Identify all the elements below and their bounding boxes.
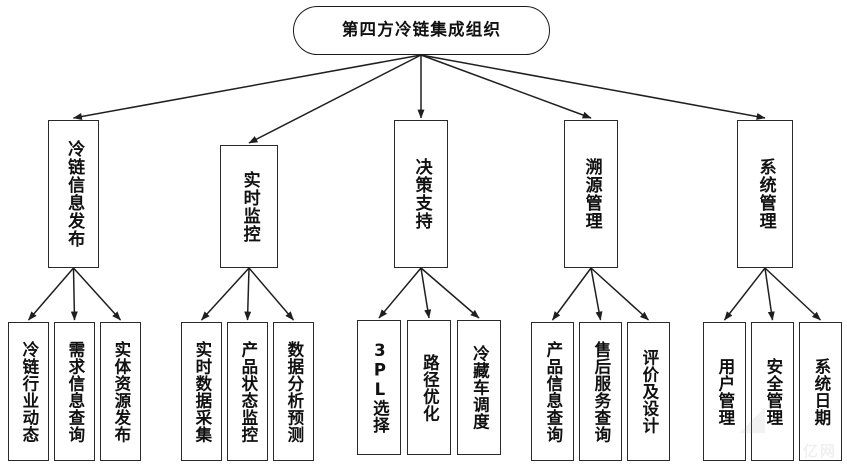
node-branch-4[interactable]: 溯源管理: [564, 120, 618, 268]
node-branch-1-child-3[interactable]: 实体资源发布: [100, 322, 141, 461]
node-branch-3-child-3[interactable]: 冷藏车调度: [457, 320, 501, 455]
edge-branch-1-to-child-1: [27, 267, 75, 321]
node-branch-2-label: 实时监控: [239, 170, 260, 243]
node-branch-4-child-2-label: 售后服务查询: [591, 340, 611, 443]
edge-branch-1-to-child-2: [70, 267, 78, 321]
node-branch-3-child-1-label: 3PL选择: [370, 341, 390, 434]
node-branch-4-label: 溯源管理: [581, 158, 602, 230]
edge-branch-4-to-child-1: [551, 267, 592, 321]
edge-branch-5-to-child-1: [723, 267, 766, 321]
node-branch-5-child-1-label: 用户管理: [715, 357, 735, 426]
node-branch-3-child-2-label: 路径优化: [420, 353, 440, 422]
node-branch-4-child-1[interactable]: 产品信息查询: [531, 322, 574, 461]
node-branch-1-child-2[interactable]: 需求信息查询: [54, 322, 95, 461]
node-branch-3-child-2[interactable]: 路径优化: [407, 320, 451, 455]
node-branch-5-child-3[interactable]: 系统日期: [799, 322, 842, 461]
node-branch-1-child-2-label: 需求信息查询: [65, 340, 85, 443]
node-branch-3-child-3-label: 冷藏车调度: [470, 345, 490, 430]
edge-branch-2-to-child-2: [244, 267, 252, 321]
node-branch-1-child-1-label: 冷链行业动态: [19, 340, 39, 443]
node-branch-5-child-3-label: 系统日期: [811, 357, 831, 426]
edge-branch-3-to-child-3: [420, 267, 480, 319]
edge-branch-1-to-child-3: [72, 267, 122, 321]
node-branch-2-child-1[interactable]: 实时数据采集: [181, 322, 222, 461]
edge-branch-5-to-child-2: [764, 267, 775, 321]
node-branch-1-label: 冷链信息发布: [64, 140, 85, 248]
edge-root-to-branch-4: [420, 54, 592, 119]
node-branch-2-child-3[interactable]: 数据分析预测: [273, 322, 314, 461]
edge-branch-2-to-child-3: [248, 267, 295, 321]
edge-branch-5-to-child-3: [764, 267, 822, 321]
edge-root-to-branch-5: [420, 54, 766, 120]
edge-branch-4-to-child-3: [590, 267, 650, 321]
node-branch-1-child-3-label: 实体资源发布: [111, 340, 131, 443]
node-branch-5-child-2-label: 安全管理: [763, 357, 783, 426]
root-node-label: 第四方冷链集成组织: [341, 20, 502, 40]
node-branch-3[interactable]: 决策支持: [394, 120, 448, 268]
edge-root-to-branch-1: [72, 54, 422, 120]
node-branch-1-child-1[interactable]: 冷链行业动态: [8, 322, 49, 461]
node-branch-2-child-3-label: 数据分析预测: [284, 340, 304, 443]
node-branch-5-child-1[interactable]: 用户管理: [703, 322, 746, 461]
node-branch-2[interactable]: 实时监控: [220, 145, 278, 268]
node-branch-3-label: 决策支持: [411, 158, 432, 230]
node-branch-2-child-2[interactable]: 产品状态监控: [227, 322, 268, 461]
edge-branch-2-to-child-1: [200, 267, 250, 321]
node-branch-5-child-2[interactable]: 安全管理: [751, 322, 794, 461]
node-branch-4-child-1-label: 产品信息查询: [543, 340, 563, 443]
node-branch-5-label: 系统管理: [755, 158, 776, 230]
node-branch-4-child-2[interactable]: 售后服务查询: [579, 322, 622, 461]
node-branch-3-child-1[interactable]: 3PL选择: [357, 320, 401, 455]
node-branch-4-child-3-label: 评价及设计: [639, 349, 659, 434]
node-branch-1[interactable]: 冷链信息发布: [48, 120, 99, 268]
root-node[interactable]: 第四方冷链集成组织: [293, 6, 550, 55]
node-branch-5[interactable]: 系统管理: [737, 120, 793, 268]
edge-branch-3-to-child-2: [420, 267, 432, 319]
edge-branch-3-to-child-1: [378, 267, 422, 319]
node-branch-4-child-3[interactable]: 评价及设计: [627, 322, 670, 461]
node-branch-2-child-1-label: 实时数据采集: [192, 340, 212, 443]
edge-branch-4-to-child-2: [590, 267, 603, 321]
node-branch-2-child-2-label: 产品状态监控: [238, 340, 258, 443]
